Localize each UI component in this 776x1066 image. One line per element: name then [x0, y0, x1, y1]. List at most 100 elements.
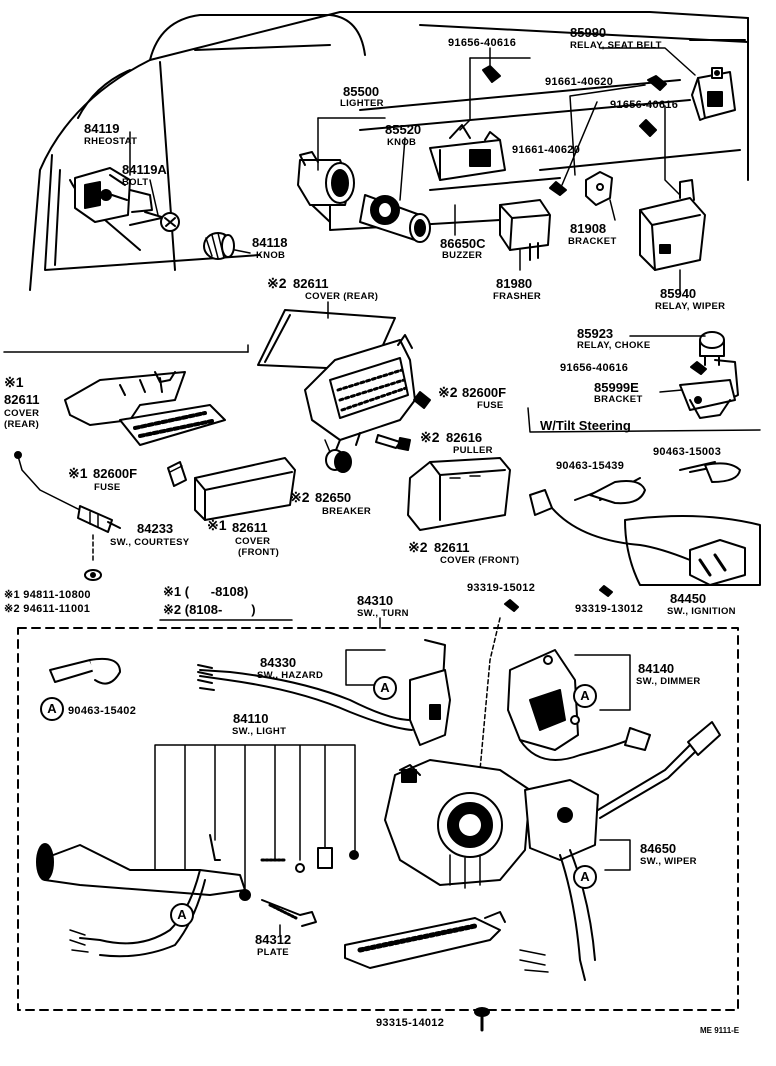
part-name-sw-courtesy: SW., COURTESY [110, 537, 190, 548]
buzzer-drawing [429, 124, 506, 181]
part-name-frasher: FRASHER [493, 291, 542, 302]
mark-82616: ※2 [420, 429, 440, 445]
part-number-81980: 81980 [496, 276, 533, 291]
part-number-85999e: 85999E [594, 380, 639, 395]
part-number-84450: 84450 [670, 591, 707, 606]
part-number-86650c: 86650C [440, 236, 486, 251]
part-number-91656-c: 91656-40616 [560, 362, 629, 374]
part-number-85520: 85520 [385, 122, 422, 137]
wiper-relay-drawing [639, 179, 706, 271]
callout-a-light: A [170, 903, 194, 927]
part-name-bolt: BOLT [122, 177, 149, 188]
part-number-90463-15402: 90463-15402 [68, 705, 137, 717]
part-number-84310: 84310 [357, 593, 394, 608]
part-number-84110: 84110 [233, 711, 269, 726]
part-number-84650: 84650 [640, 841, 677, 856]
part-number-82611-front-left: 82611 [232, 520, 268, 535]
part-name-cover-rear-left-2: (REAR) [4, 419, 40, 430]
part-name-rheostat: RHEOSTAT [84, 136, 138, 147]
part-number-84118: 84118 [252, 235, 288, 250]
part-number-91661-b: 91661-40620 [512, 144, 581, 156]
part-number-84119: 84119 [84, 121, 120, 136]
part-number-84330: 84330 [260, 655, 297, 670]
tilt-steering-parts [527, 407, 761, 586]
part-name-cover-rear-left-1: COVER [4, 408, 40, 419]
part-name-sw-hazard: SW., HAZARD [257, 670, 324, 681]
mark-82650: ※2 [290, 489, 310, 505]
mark-82611-rear-top: ※2 [267, 275, 287, 291]
part-number-82611-rear-left: 82611 [4, 392, 40, 407]
flasher-drawing [499, 199, 551, 261]
washer-number-1: ※1 94811-10800 [4, 589, 91, 601]
washer-number-2: ※2 94611-11001 [4, 603, 91, 615]
part-name-knob-84118: KNOB [256, 250, 286, 261]
part-number-85923: 85923 [577, 326, 614, 341]
part-name-plate: PLATE [257, 947, 289, 958]
part-name-sw-wiper: SW., WIPER [640, 856, 697, 867]
puller-drawing [375, 434, 411, 451]
part-name-relay-wiper: RELAY, WIPER [655, 301, 726, 312]
rheostat-drawing [74, 167, 153, 223]
knob-drawing [203, 232, 235, 260]
bottom-screw-drawing [474, 1007, 490, 1032]
mark-82611-rear-left: ※1 [4, 374, 24, 390]
tilt-steering-title: W/Tilt Steering [540, 418, 631, 433]
part-name-lighter: LIGHTER [340, 98, 384, 109]
part-number-82600f-left: 82600F [93, 466, 138, 481]
part-number-82600f-right: 82600F [462, 385, 507, 400]
callout-a-band-clamp: A [40, 697, 64, 721]
part-name-cover-front-right: COVER (FRONT) [440, 555, 520, 566]
connector-block-drawing [344, 911, 506, 969]
fuse-small-left [167, 461, 187, 487]
mark-82611-front-left: ※1 [207, 517, 227, 533]
band-clamp-drawing [49, 657, 121, 685]
part-number-85500: 85500 [343, 84, 380, 99]
screw-drawings-mid [504, 585, 613, 612]
bracket-81908-drawing [585, 171, 613, 206]
part-number-81908: 81908 [570, 221, 607, 236]
part-name-puller: PULLER [453, 445, 493, 456]
part-name-cover-front-left-2: (FRONT) [238, 547, 280, 558]
dashboard-outline [29, 11, 749, 291]
part-name-sw-turn: SW., TURN [357, 608, 409, 619]
plate-drawing [261, 899, 317, 936]
mark-82611-front-right: ※2 [408, 539, 428, 555]
leader-lines-top [129, 47, 696, 293]
part-name-bracket-81908: BRACKET [568, 236, 617, 247]
part-number-90463-15003: 90463-15003 [653, 446, 722, 458]
part-name-relay-seat-belt: RELAY, SEAT BELT [570, 40, 662, 51]
fuse-small-right [413, 391, 431, 409]
part-number-82611-rear-top: 82611 [293, 276, 329, 291]
part-number-93319-15012: 93319-15012 [467, 582, 536, 594]
mark-82600f-right: ※2 [438, 384, 458, 400]
courtesy-switch-drawing [14, 451, 121, 581]
cover-front-left-drawing [194, 457, 296, 521]
part-name-knob-85520: KNOB [387, 137, 417, 148]
turn-switch-drawing [384, 759, 531, 889]
breaker-drawing [324, 439, 352, 473]
diagram-code: ME 9111-E [700, 1026, 740, 1035]
dimmer-switch-drawing [507, 649, 651, 761]
seat-belt-relay-drawing [691, 67, 736, 121]
part-number-91661-a: 91661-40620 [545, 76, 614, 88]
part-name-cover-rear-top: COVER (REAR) [305, 291, 379, 302]
bolt-drawing [144, 211, 180, 232]
part-name-fuse-right: FUSE [477, 400, 504, 411]
legend-line-1: ※1 ( -8108) [163, 584, 249, 599]
part-name-fuse-left: FUSE [94, 482, 121, 493]
fuse-block-drawing [304, 334, 416, 451]
choke-bracket-drawing [659, 359, 739, 419]
part-number-82611-front-right: 82611 [434, 540, 470, 555]
part-number-84312: 84312 [255, 932, 292, 947]
callout-a-dimmer: A [573, 684, 597, 708]
wiper-switch-drawing [519, 721, 721, 981]
part-number-91656-a: 91656-40616 [448, 37, 517, 49]
part-name-bracket-85999e: BRACKET [594, 394, 643, 405]
part-name-sw-dimmer: SW., DIMMER [636, 676, 701, 687]
screw-drawings-top [482, 65, 707, 375]
part-name-sw-light: SW., LIGHT [232, 726, 287, 737]
cover-rear-left-drawing [3, 344, 249, 446]
mark-82600f-left: ※1 [68, 465, 88, 481]
